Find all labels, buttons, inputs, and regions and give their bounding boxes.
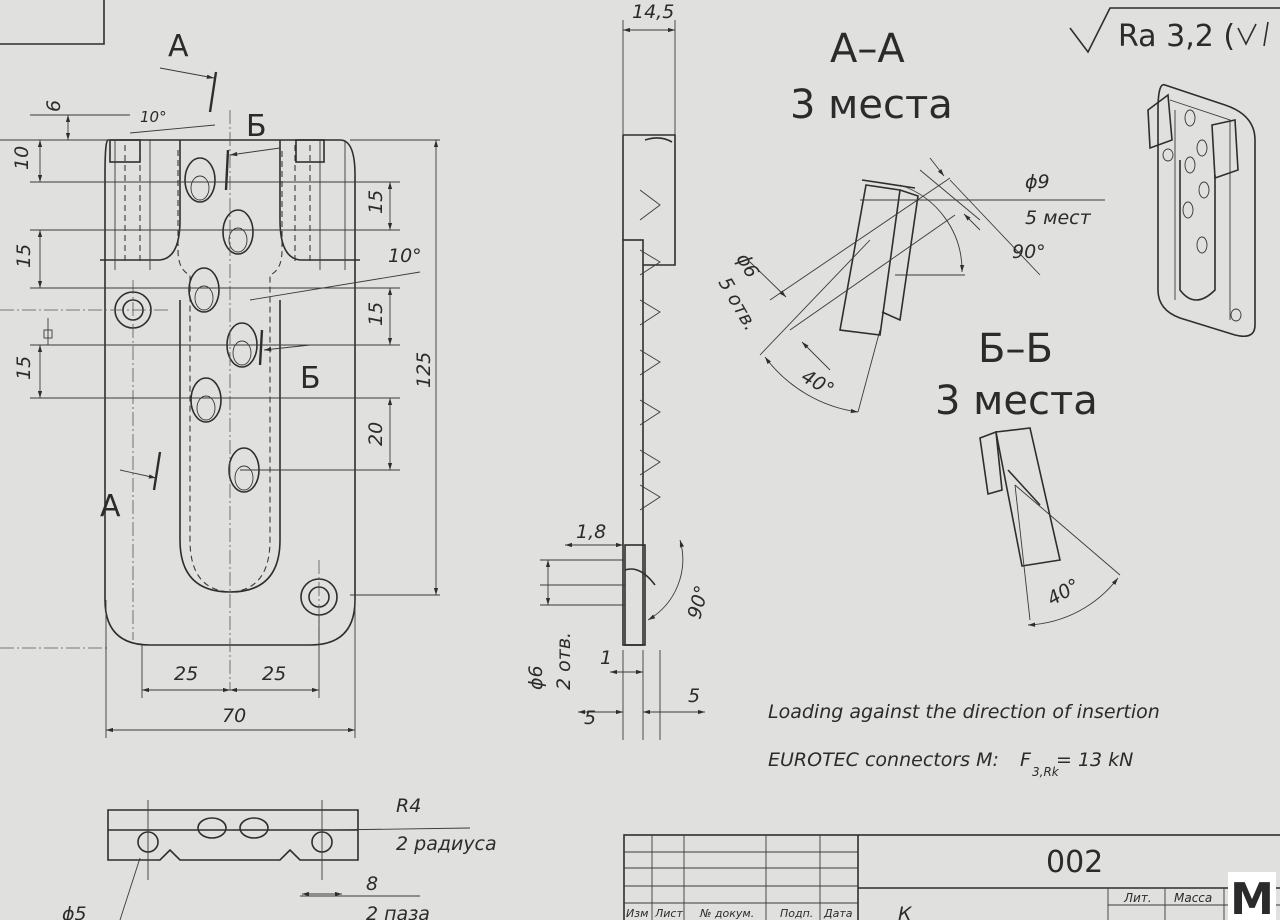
front-view: 6 10 15 15 15 15 20 125 25 25 70 10° 10°… bbox=[0, 29, 440, 738]
bottom-view: R4 2 радиуса 8 2 паза ϕ5 bbox=[62, 795, 497, 920]
title-block-letter: К bbox=[898, 903, 913, 920]
note-connectors: EUROTEC connectors M: bbox=[768, 749, 999, 771]
dim-phi5: ϕ5 bbox=[62, 903, 87, 920]
dim-5-left: 5 bbox=[584, 707, 596, 729]
dim-25-right: 25 bbox=[262, 663, 286, 685]
note-loading: Loading against the direction of inserti… bbox=[768, 701, 1160, 723]
section-mark-b-bottom: Б bbox=[300, 361, 321, 396]
notes: Loading against the direction of inserti… bbox=[768, 701, 1160, 779]
dim-1: 1 bbox=[600, 647, 612, 669]
col-list: Лист bbox=[654, 907, 683, 920]
dim-phi6-side: ϕ6 bbox=[525, 665, 547, 690]
dim-phi9: ϕ9 bbox=[1025, 171, 1050, 193]
dim-125: 125 bbox=[413, 352, 435, 388]
angle-10-top: 10° bbox=[140, 108, 167, 126]
section-mark-a-bottom: А bbox=[100, 489, 121, 524]
dim-10: 10 bbox=[11, 146, 33, 170]
dim-25-left: 25 bbox=[174, 663, 198, 685]
angle-10-side: 10° bbox=[388, 245, 422, 267]
roughness-label: Ra 3,2 ( bbox=[1118, 19, 1235, 54]
angle-90-aa: 90° bbox=[1012, 241, 1046, 263]
dim-15-right-mid: 15 bbox=[365, 302, 387, 326]
section-bb: Б–Б 3 места 40° bbox=[935, 326, 1121, 627]
dim-70: 70 bbox=[222, 705, 246, 727]
side-view: 14,5 1,8 1 5 5 90° ϕ6 2 отв. bbox=[525, 1, 714, 740]
dim-2-slots: 2 паза bbox=[366, 903, 430, 920]
col-data: Дата bbox=[823, 907, 853, 920]
brand-logo: M bbox=[1228, 872, 1276, 920]
col-massa: Масса bbox=[1174, 891, 1212, 905]
logo-letter: M bbox=[1230, 874, 1274, 920]
section-aa-subtitle: 3 места bbox=[790, 82, 953, 128]
dim-20: 20 bbox=[365, 422, 387, 446]
dim-15-right-top: 15 bbox=[365, 190, 387, 214]
note-force-sub: 3,Rk bbox=[1032, 765, 1060, 779]
dim-r4: R4 bbox=[396, 795, 421, 817]
dim-5-right: 5 bbox=[688, 685, 700, 707]
note-force-symbol: F bbox=[1020, 749, 1032, 771]
section-aa-title: А–А bbox=[830, 26, 905, 72]
holes-2: 2 отв. bbox=[553, 632, 575, 690]
dim-14-5: 14,5 bbox=[632, 1, 674, 23]
dim-6: 6 bbox=[43, 100, 65, 112]
isometric-view bbox=[1147, 83, 1256, 338]
section-mark-b-top: Б bbox=[246, 109, 267, 144]
title-block: 002 Изм Лист № докум. Подп. Дата Лит. Ма… bbox=[623, 834, 1280, 920]
col-lit: Лит. bbox=[1123, 891, 1152, 905]
col-podp: Подп. bbox=[780, 907, 813, 920]
note-force-value: = 13 kN bbox=[1056, 749, 1133, 771]
dim-15-left-bottom: 15 bbox=[13, 356, 35, 380]
dim-1-8: 1,8 bbox=[576, 521, 606, 543]
col-izm: Изм bbox=[626, 907, 648, 920]
dim-15-left-top: 15 bbox=[13, 244, 35, 268]
col-dokum: № докум. bbox=[699, 907, 754, 920]
dim-5-mest: 5 мест bbox=[1025, 207, 1092, 229]
surface-roughness-symbol: Ra 3,2 ( bbox=[1069, 7, 1280, 54]
dim-2-radii: 2 радиуса bbox=[396, 833, 497, 855]
section-bb-subtitle: 3 места bbox=[935, 378, 1098, 424]
drawing-number: 002 bbox=[1046, 845, 1103, 880]
section-mark-a-top: А bbox=[168, 29, 189, 64]
dim-8: 8 bbox=[366, 873, 378, 895]
section-bb-title: Б–Б bbox=[978, 326, 1053, 372]
